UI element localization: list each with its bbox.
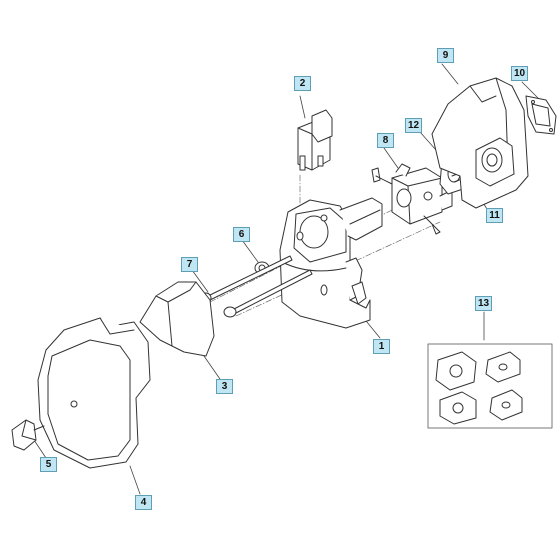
- callout-part-4[interactable]: 4: [135, 495, 152, 510]
- callout-part-13[interactable]: 13: [475, 296, 493, 311]
- callout-part-1[interactable]: 1: [373, 339, 390, 354]
- callout-part-11[interactable]: 11: [486, 208, 503, 223]
- callout-part-10[interactable]: 10: [511, 66, 529, 81]
- callout-part-2[interactable]: 2: [294, 76, 311, 91]
- part-8-carburetor: [371, 163, 453, 235]
- callout-part-5[interactable]: 5: [40, 457, 57, 472]
- callout-part-9[interactable]: 9: [437, 48, 454, 63]
- callout-part-12[interactable]: 12: [405, 118, 423, 133]
- part-9-housing: [431, 77, 529, 209]
- callout-part-6[interactable]: 6: [233, 227, 250, 242]
- kit-gasket-1: [435, 351, 477, 391]
- callout-part-8[interactable]: 8: [377, 133, 394, 148]
- part-13-kit: [427, 343, 553, 429]
- part-5-knob: [11, 419, 45, 451]
- part-10-gasket: [525, 95, 557, 135]
- part-4-cover: [37, 317, 151, 469]
- callout-part-7[interactable]: 7: [181, 257, 198, 272]
- kit-gasket-3: [439, 391, 477, 425]
- kit-gasket-2: [485, 351, 521, 383]
- callout-part-3[interactable]: 3: [216, 379, 233, 394]
- part-3-filter: [139, 281, 215, 357]
- part-1-holder: [279, 197, 383, 329]
- kit-gasket-4: [489, 389, 523, 421]
- part-2-connector: [297, 109, 333, 171]
